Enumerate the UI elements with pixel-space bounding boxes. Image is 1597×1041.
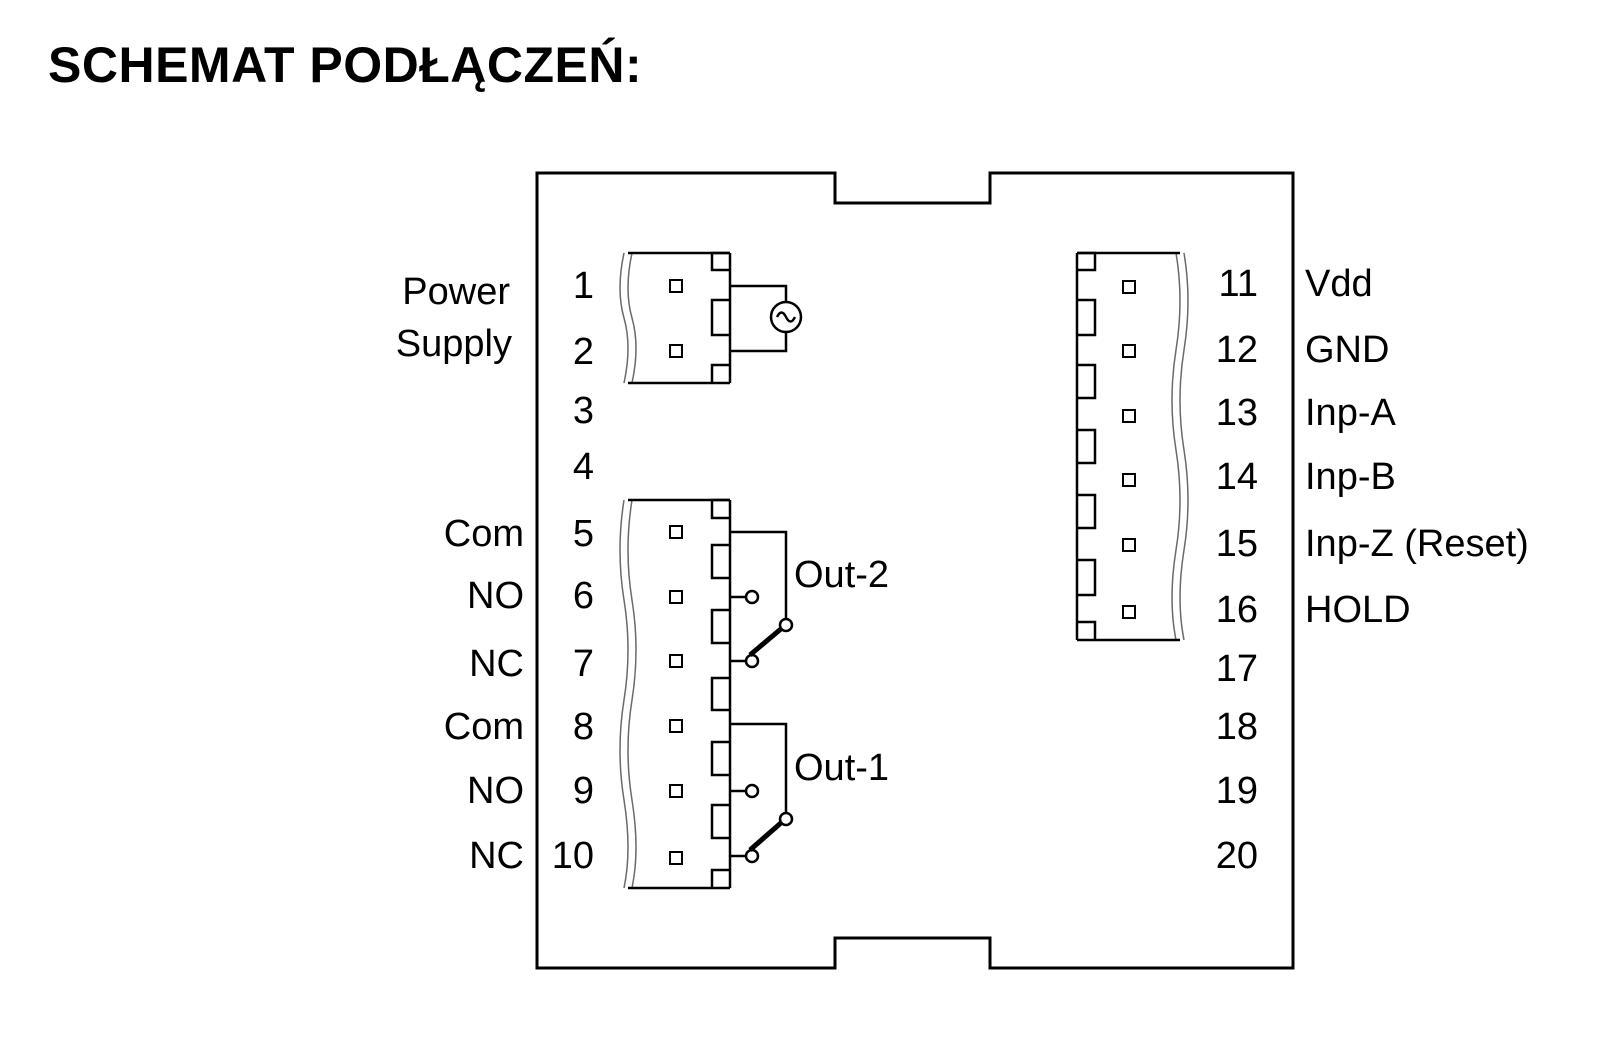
- relay-out2-symbol: [730, 530, 794, 669]
- terminal-label-9: NO: [467, 770, 524, 812]
- terminal-label-12: GND: [1305, 329, 1389, 371]
- terminal-label-16: HOLD: [1305, 589, 1411, 631]
- terminal-number-17: 17: [1216, 648, 1258, 690]
- power-supply-label-line2: Supply: [396, 323, 512, 365]
- terminal-number-5: 5: [573, 513, 594, 555]
- device-housing: [535, 171, 1295, 970]
- terminal-number-3: 3: [573, 390, 594, 432]
- connector-block-relays: [619, 498, 732, 890]
- terminal-number-11: 11: [1219, 263, 1258, 305]
- terminal-number-1: 1: [573, 265, 594, 307]
- terminal-label-11: Vdd: [1305, 263, 1373, 305]
- terminal-number-12: 12: [1216, 329, 1258, 371]
- terminal-label-14: Inp-B: [1305, 456, 1396, 498]
- terminal-number-19: 19: [1216, 770, 1258, 812]
- terminal-number-15: 15: [1216, 523, 1258, 565]
- right-terminal-labels: 11 Vdd 12 GND 13 Inp-A 14 Inp-B 15 Inp-Z (Reset) 1…: [1216, 263, 1529, 877]
- terminal-label-10: NC: [469, 835, 524, 877]
- page-title: SCHEMAT PODŁĄCZEŃ:: [48, 37, 643, 93]
- terminal-number-20: 20: [1216, 835, 1258, 877]
- terminal-number-4: 4: [573, 446, 594, 488]
- terminal-label-5: Com: [444, 513, 524, 555]
- terminal-number-2: 2: [573, 331, 594, 373]
- terminal-label-15: Inp-Z (Reset): [1305, 523, 1529, 565]
- terminal-label-6: NO: [467, 575, 524, 617]
- power-supply-label-line1: Power: [402, 271, 510, 313]
- terminal-number-16: 16: [1216, 589, 1258, 631]
- relay-out1-symbol: [730, 722, 794, 864]
- terminal-number-14: 14: [1216, 456, 1258, 498]
- terminal-number-9: 9: [573, 770, 594, 812]
- terminal-number-18: 18: [1216, 706, 1258, 748]
- terminal-number-8: 8: [573, 706, 594, 748]
- terminal-label-8: Com: [444, 706, 524, 748]
- terminal-number-7: 7: [573, 643, 594, 685]
- terminal-label-7: NC: [469, 643, 524, 685]
- terminal-number-6: 6: [573, 575, 594, 617]
- ac-source-icon: [730, 284, 803, 353]
- terminal-number-10: 10: [552, 835, 594, 877]
- connector-block-power: [619, 251, 732, 385]
- terminal-label-13: Inp-A: [1305, 392, 1396, 434]
- relay-out1-label: Out-1: [794, 747, 889, 789]
- terminal-number-13: 13: [1216, 392, 1258, 434]
- relay-out2-label: Out-2: [794, 554, 889, 596]
- connector-block-inputs: [1075, 251, 1189, 642]
